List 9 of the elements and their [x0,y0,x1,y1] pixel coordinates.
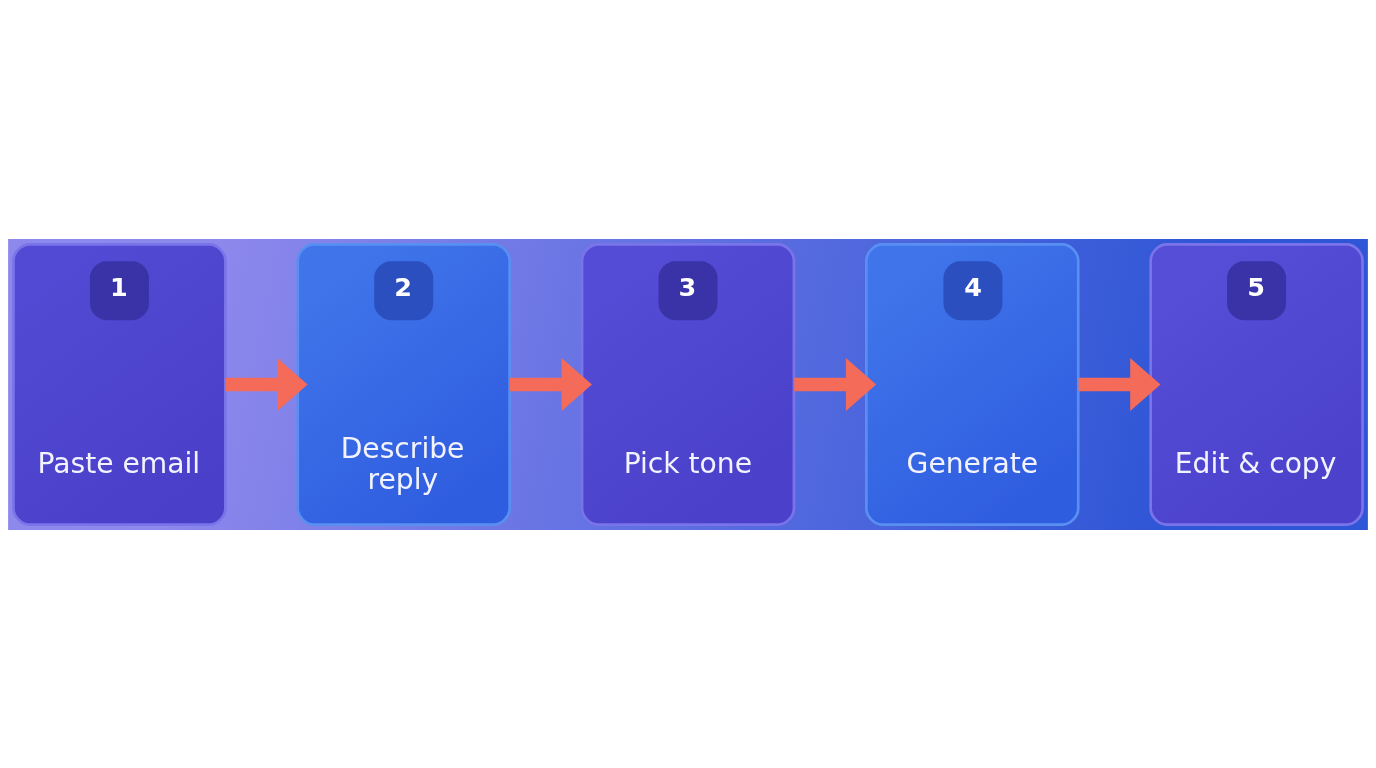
node-box: 5 Edit & copy [1149,242,1364,526]
node-box: 3 Pick tone [580,242,796,526]
arrow [794,357,877,411]
node-box: 2 Describe reply [296,242,511,526]
arrow [509,357,592,411]
node-box: 1 Paste email [12,242,227,526]
node-box: 4 Generate [865,242,1080,526]
arrow [1078,357,1161,411]
arrow [225,357,308,411]
